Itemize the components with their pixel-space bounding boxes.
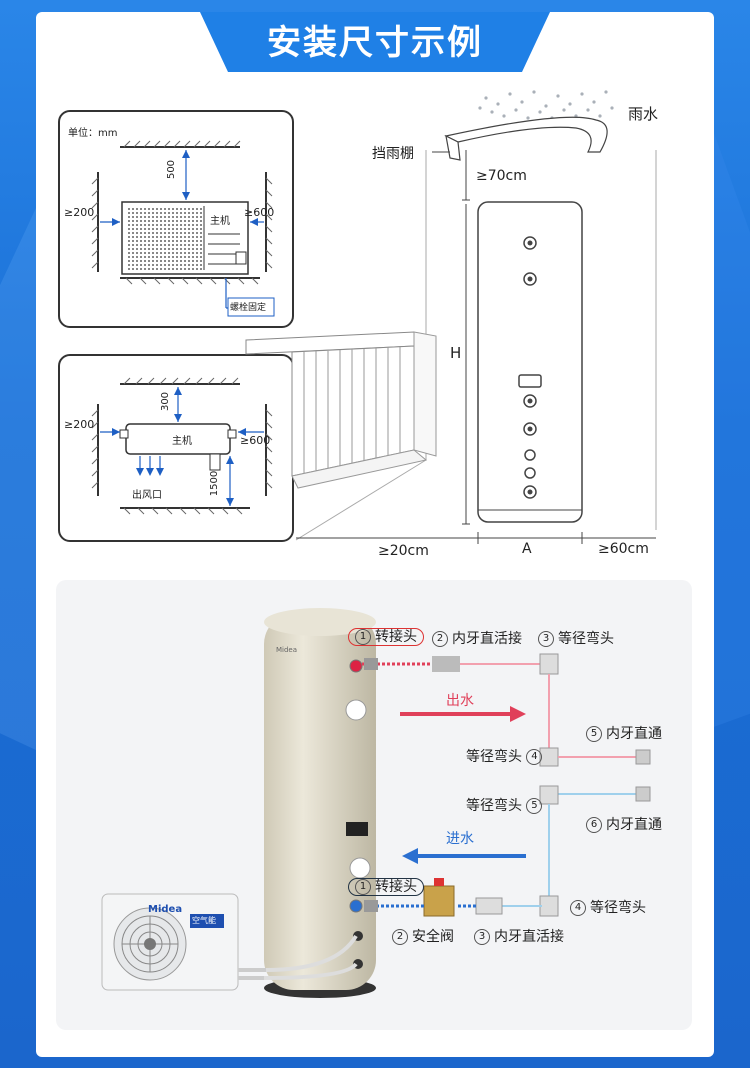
main-unit-label: 主机 (172, 436, 192, 447)
rain-label: 雨水 (628, 105, 659, 123)
floor-mount-drawing (91, 377, 273, 515)
width-label: A (522, 541, 532, 557)
clearance-right-label: ≥60cm (598, 541, 649, 557)
outlet-label: 出风口 (132, 490, 162, 501)
dim-top-label: 300 (160, 391, 172, 412)
out-water-label: 出水 (446, 693, 474, 709)
height-label: H (450, 344, 462, 362)
wall-mount-drawing (91, 140, 275, 317)
canopy-label: 挡雨棚 (372, 146, 414, 162)
main-unit-label: 主机 (210, 216, 230, 227)
piping-drawing: Midea (101, 608, 651, 998)
page-title: 安装尺寸示例 (267, 23, 483, 63)
balcony-scene (245, 90, 657, 544)
in-water-label: 进水 (446, 831, 474, 847)
wall-mount-diagram: 单位：mm 500 ≥200 ≥600 主机 螺栓固定 (58, 110, 294, 328)
label-elbow-right: 等径弯头 4 (466, 746, 546, 766)
outdoor-unit-badge: 空气能 (192, 916, 216, 925)
dim-left-label: ≥200 (64, 206, 95, 219)
dim-right-label: ≥600 (244, 206, 275, 219)
label-elbow-mid: 等径弯头 5 (466, 795, 546, 815)
dim-top-label: 500 (166, 159, 178, 180)
dim-left-label: ≥200 (64, 418, 95, 431)
dim-right-label: ≥600 (240, 434, 271, 447)
outdoor-unit-brand: Midea (148, 904, 183, 915)
bolt-label: 螺栓固定 (230, 303, 267, 313)
clearance-left-label: ≥20cm (378, 543, 429, 559)
unit-label: 单位：mm (68, 128, 118, 139)
clearance-top-label: ≥70cm (476, 168, 527, 184)
title-banner (200, 12, 550, 72)
tank-brand-mark: Midea (276, 646, 297, 654)
dim-bottom-label: 1500 (209, 470, 221, 497)
floor-mount-diagram: 300 ≥200 ≥600 主机 1500 出风口 (58, 354, 294, 542)
